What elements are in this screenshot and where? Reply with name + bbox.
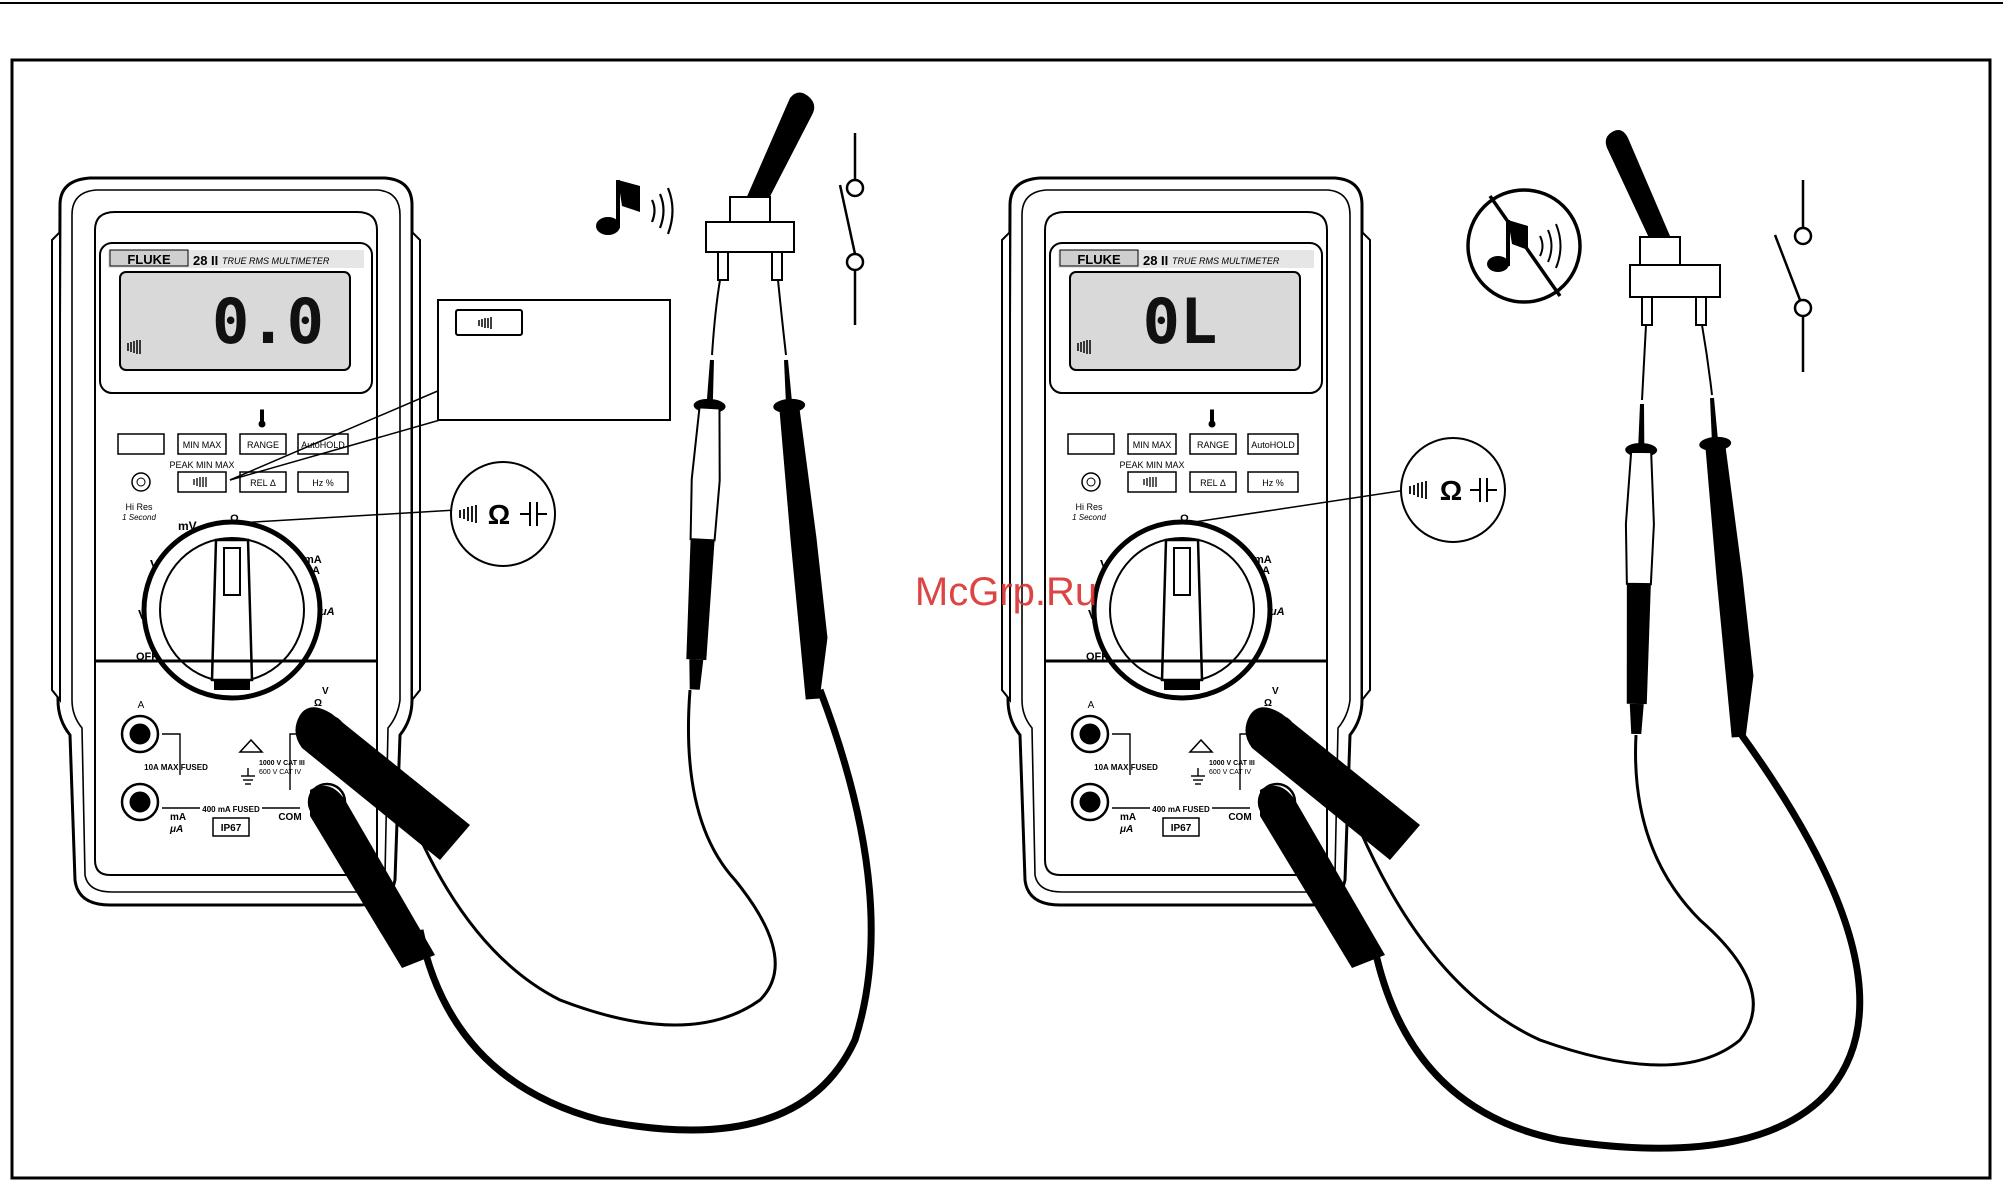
capacitor-icon [1470, 478, 1497, 502]
lead-plug-com-left [310, 785, 435, 968]
range-button[interactable]: RANGE [1197, 440, 1229, 450]
beeper-icon [478, 317, 492, 329]
jack-ua-label: μA [1119, 824, 1133, 835]
dial-ma-label: mA [304, 554, 322, 566]
lcd-reading: 0.0 [212, 285, 324, 358]
function-callout-left: Ω [237, 461, 556, 567]
black-probe-right [1696, 324, 1758, 739]
test-lead-red-right [1358, 734, 1755, 1067]
autohold-button[interactable]: AutoHOLD [301, 440, 345, 450]
red-probe-right [1619, 324, 1659, 736]
hires-sub-label: 1 Second [122, 513, 156, 522]
hires-label: Hi Res [1075, 502, 1103, 512]
watermark-text: McGrp.Ru [915, 570, 1097, 614]
jack-com-label: COM [1228, 812, 1251, 823]
ohm-symbol: Ω [1440, 475, 1462, 506]
rel-button[interactable]: REL Δ [1200, 478, 1226, 488]
dial-ua-label: μA [1269, 606, 1285, 618]
ohm-symbol: Ω [488, 499, 510, 530]
hz-button[interactable]: Hz % [1262, 478, 1284, 488]
multimeter-left: FLUKE 28 II TRUE RMS MULTIMETER 0.0 MIN … [52, 178, 420, 905]
hz-button[interactable]: Hz % [312, 478, 334, 488]
multimeter-right: FLUKE 28 II TRUE RMS MULTIMETER 0L MIN M… [1002, 178, 1370, 905]
dial-ohm-label: Ω [1180, 513, 1189, 525]
fuse-10a-label: 10A MAX FUSED [1094, 763, 1158, 772]
dial-vac-label: V [138, 607, 147, 622]
lcd-reading: 0L [1143, 285, 1218, 358]
cat-rating-2: 600 V CAT IV [259, 769, 301, 776]
hires-sub-label: 1 Second [1072, 513, 1106, 522]
jack-ma-label: mA [1120, 812, 1136, 823]
red-probe-left [677, 279, 729, 692]
jack-v-label: V [1272, 686, 1279, 697]
dial-a-label: A [312, 565, 320, 577]
ip67-label: IP67 [1171, 823, 1192, 834]
black-probe-left [770, 279, 832, 701]
fuse-10a-label: 10A MAX FUSED [144, 763, 208, 772]
hires-label: Hi Res [125, 502, 153, 512]
fuse-400ma-label: 400 mA FUSED [202, 805, 260, 814]
jack-ua-label: μA [169, 824, 183, 835]
dial-mv-label: mV [178, 519, 197, 533]
test-lead-black-left [416, 688, 875, 1134]
jack-v-label: V [322, 686, 329, 697]
test-lead-black-right [1371, 727, 1864, 1152]
lead-plug-vohm-right [1245, 707, 1420, 860]
dial-off-label: OFF [1086, 651, 1108, 663]
model-desc: TRUE RMS MULTIMETER [222, 256, 330, 266]
jack-ma-label: mA [170, 812, 186, 823]
jack-a-label: A [138, 700, 145, 711]
lead-plug-vohm-left [295, 707, 470, 860]
dial-ohm-label: Ω [230, 513, 239, 525]
beeper-button-callout [229, 299, 671, 481]
dial-vdc-label: V [1100, 557, 1109, 572]
closed-switch-icon [838, 133, 865, 325]
beep-sound-icon [596, 180, 674, 235]
min-max-button[interactable]: MIN MAX [183, 440, 222, 450]
ip67-label: IP67 [221, 823, 242, 834]
test-lead-red-left [398, 689, 777, 1027]
model-desc: TRUE RMS MULTIMETER [1172, 256, 1280, 266]
min-max-button[interactable]: MIN MAX [1133, 440, 1172, 450]
dial-ua-label: μA [319, 606, 335, 618]
model-suffix: II [1161, 253, 1168, 268]
peak-min-max-label: PEAK MIN MAX [169, 460, 234, 470]
brand-label: FLUKE [127, 252, 171, 267]
dial-a-label: A [1262, 565, 1270, 577]
lead-plug-com-right [1260, 785, 1385, 968]
dial-vdc-label: V [150, 557, 159, 572]
continuity-beeper-icon [1409, 481, 1427, 499]
jack-com-label: COM [278, 812, 301, 823]
jack-ohm-label: Ω [1264, 698, 1272, 709]
model-label: 28 [193, 253, 207, 268]
brand-label: FLUKE [1077, 252, 1121, 267]
rel-button[interactable]: REL Δ [250, 478, 276, 488]
toggle-switch-left [705, 92, 815, 281]
jack-a-label: A [1088, 700, 1095, 711]
dial-ma-label: mA [1254, 554, 1272, 566]
no-sound-icon [1466, 188, 1582, 304]
model-suffix: II [211, 253, 218, 268]
jack-ohm-label: Ω [314, 698, 322, 709]
open-switch-icon [1773, 180, 1813, 372]
dial-vac-label: V [1088, 607, 1097, 622]
cat-rating-1: 1000 V CAT III [1209, 760, 1255, 767]
fuse-400ma-label: 400 mA FUSED [1152, 805, 1210, 814]
figure-frame [10, 58, 1992, 1180]
dial-off-label: OFF [136, 651, 158, 663]
continuity-beeper-icon [459, 505, 477, 523]
range-button[interactable]: RANGE [247, 440, 279, 450]
toggle-switch-right [1605, 130, 1721, 326]
peak-min-max-label: PEAK MIN MAX [1119, 460, 1184, 470]
model-label: 28 [1143, 253, 1157, 268]
function-callout-right: Ω [1187, 437, 1506, 543]
capacitor-icon [520, 502, 547, 526]
cat-rating-2: 600 V CAT IV [1209, 769, 1251, 776]
autohold-button[interactable]: AutoHOLD [1251, 440, 1295, 450]
cat-rating-1: 1000 V CAT III [259, 760, 305, 767]
